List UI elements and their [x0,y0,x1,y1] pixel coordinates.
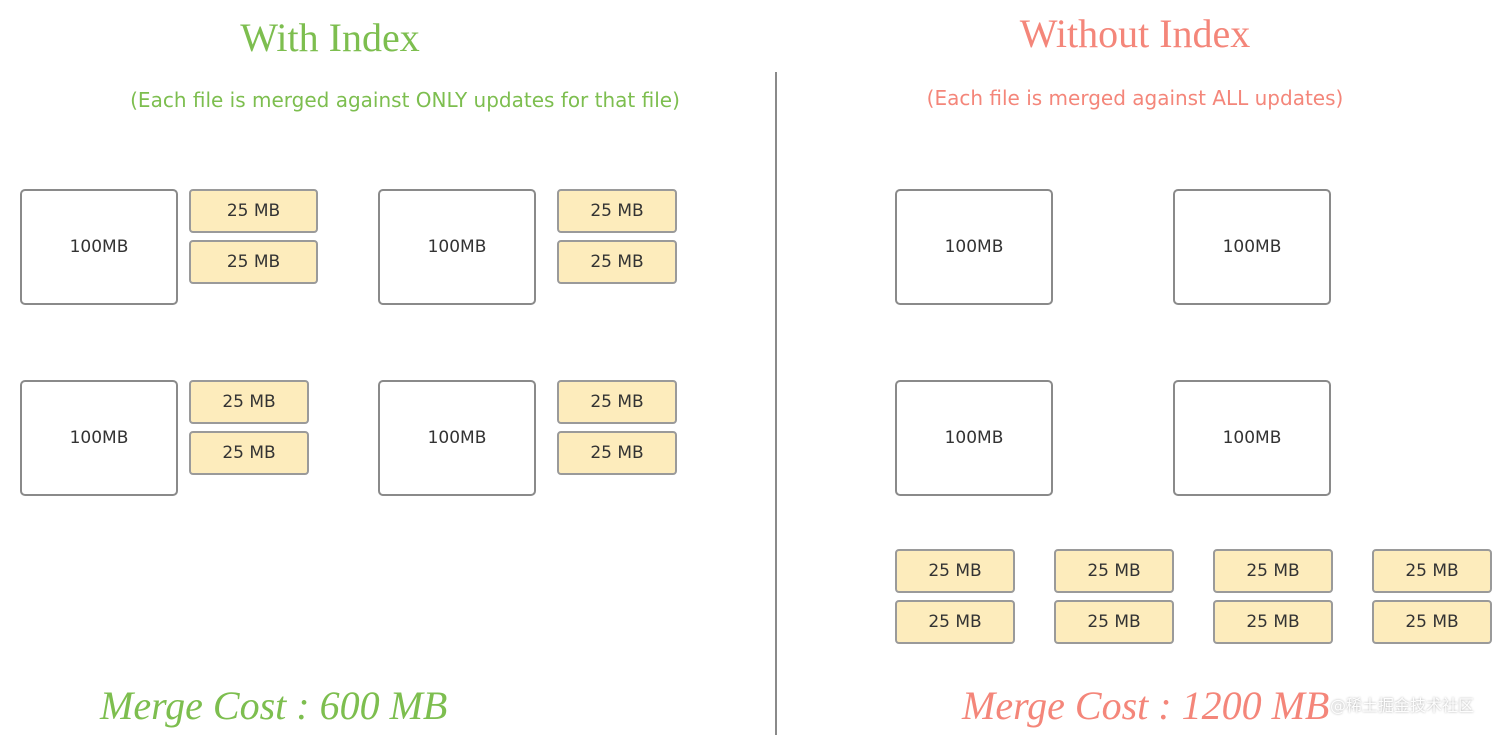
with-index-file-2-update-1: 25 MB [557,189,677,233]
without-index-update-4: 25 MB [1054,600,1174,644]
without-index-update-8: 25 MB [1372,600,1492,644]
with-index-file-3: 100MB [20,380,178,496]
with-index-file-1-update-1: 25 MB [189,189,318,233]
without-index-update-6: 25 MB [1213,600,1333,644]
with-index-file-2: 100MB [378,189,536,305]
with-index-file-4: 100MB [378,380,536,496]
with-index-file-4-update-1: 25 MB [557,380,677,424]
with-index-file-4-update-2: 25 MB [557,431,677,475]
with-index-file-1-update-2: 25 MB [189,240,318,284]
without-index-update-2: 25 MB [895,600,1015,644]
with-index-file-1: 100MB [20,189,178,305]
without-index-update-1: 25 MB [895,549,1015,593]
without-index-file-1: 100MB [895,189,1053,305]
with-index-merge-cost: Merge Cost : 600 MB [100,683,448,728]
panel-divider [775,72,777,735]
watermark: @稀土掘金技术社区 [1330,696,1475,715]
without-index-file-4: 100MB [1173,380,1331,496]
without-index-subtitle: (Each file is merged against ALL updates… [926,86,1344,110]
without-index-file-2: 100MB [1173,189,1331,305]
with-index-file-2-update-2: 25 MB [557,240,677,284]
with-index-file-3-update-2: 25 MB [189,431,309,475]
without-index-merge-cost: Merge Cost : 1200 MB [962,683,1330,728]
without-index-file-3: 100MB [895,380,1053,496]
without-index-title: Without Index [1019,11,1251,56]
without-index-update-3: 25 MB [1054,549,1174,593]
with-index-file-3-update-1: 25 MB [189,380,309,424]
without-index-update-5: 25 MB [1213,549,1333,593]
with-index-subtitle: (Each file is merged against ONLY update… [130,88,680,112]
with-index-title: With Index [240,15,420,60]
without-index-update-7: 25 MB [1372,549,1492,593]
